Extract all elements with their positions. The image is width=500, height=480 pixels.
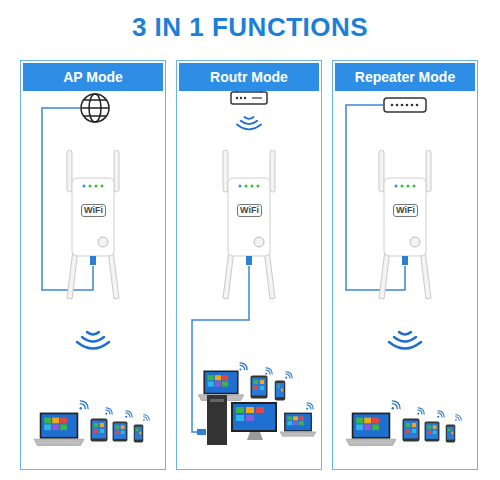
router-illustration: [192, 80, 316, 445]
mode-name: Routr Mode: [210, 69, 288, 85]
mode-panel: Routr Mode: [176, 60, 322, 470]
device-label: WiFi: [393, 204, 418, 217]
mode-panel: Repeater Mode: [332, 60, 478, 470]
wifi-waves: [237, 117, 261, 129]
client-devices: [198, 363, 316, 445]
ap-illustration: [34, 94, 149, 445]
mode-panel: AP Mode: [20, 60, 166, 470]
title-text: 3 IN 1 FUNCTIONS: [132, 12, 368, 42]
panel-header: Routr Mode: [179, 63, 319, 91]
panel-header: Repeater Mode: [335, 63, 475, 91]
wifi-waves: [389, 332, 421, 349]
repeater-illustration: [346, 98, 461, 445]
device-label: WiFi: [81, 204, 106, 217]
wifi-waves: [77, 332, 109, 349]
panel-header: AP Mode: [23, 63, 163, 91]
mode-name: AP Mode: [63, 69, 123, 85]
modem-icon: [384, 98, 426, 112]
title-block: 3 IN 1 FUNCTIONS: [0, 12, 500, 43]
extender-device: [67, 150, 119, 299]
client-devices: [34, 401, 149, 446]
globe-icon: [81, 94, 109, 122]
mode-name: Repeater Mode: [355, 69, 455, 85]
device-label: WiFi: [237, 204, 262, 217]
client-devices: [346, 401, 461, 446]
extender-device: [379, 150, 431, 299]
cable-plug: [197, 429, 206, 435]
